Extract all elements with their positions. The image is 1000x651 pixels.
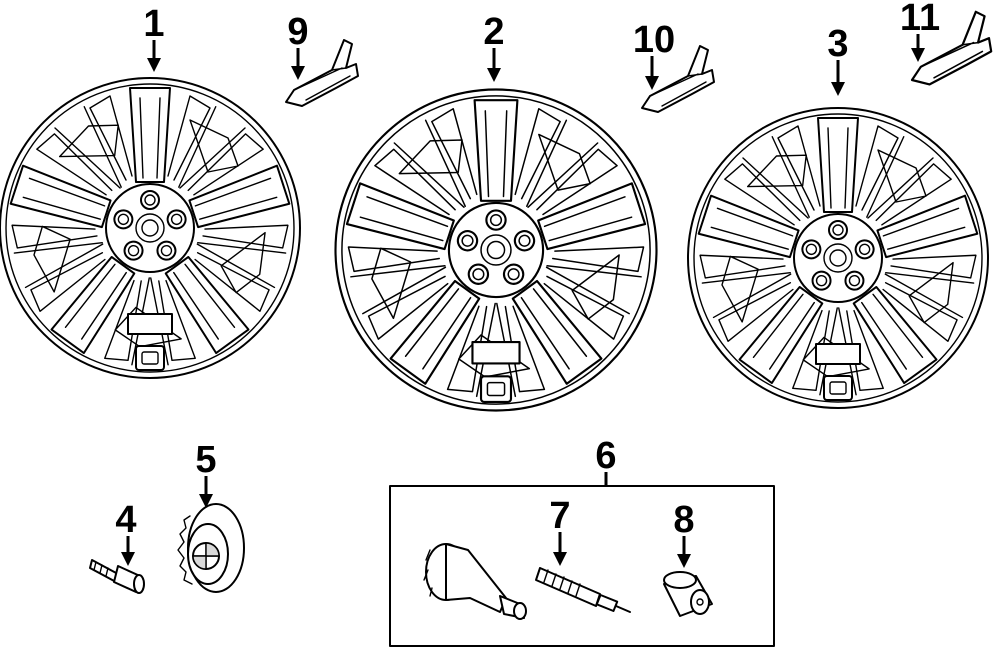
callout-1: 1 xyxy=(143,3,164,45)
callout-9: 9 xyxy=(287,11,308,53)
callout-7: 7 xyxy=(549,495,570,537)
callout-arrows xyxy=(121,34,925,568)
callout-10: 10 xyxy=(633,19,675,61)
callout-2: 2 xyxy=(483,11,504,53)
callout-6: 6 xyxy=(595,435,616,477)
callout-3: 3 xyxy=(827,23,848,65)
callout-11: 11 xyxy=(900,0,940,39)
valve-cap xyxy=(663,571,713,617)
wheel-rim-1 xyxy=(0,78,313,397)
center-cap-emblem xyxy=(177,503,245,593)
wheel-bolt xyxy=(89,559,145,594)
valve-core xyxy=(535,567,631,613)
callout-5: 5 xyxy=(195,439,216,481)
wheel-rim-3 xyxy=(675,108,1000,427)
callout-4: 4 xyxy=(115,499,136,541)
valve-stem xyxy=(423,543,527,620)
callout-8: 8 xyxy=(673,499,694,541)
wheel-rim-2 xyxy=(322,89,670,430)
valve-kit-box xyxy=(389,485,775,647)
